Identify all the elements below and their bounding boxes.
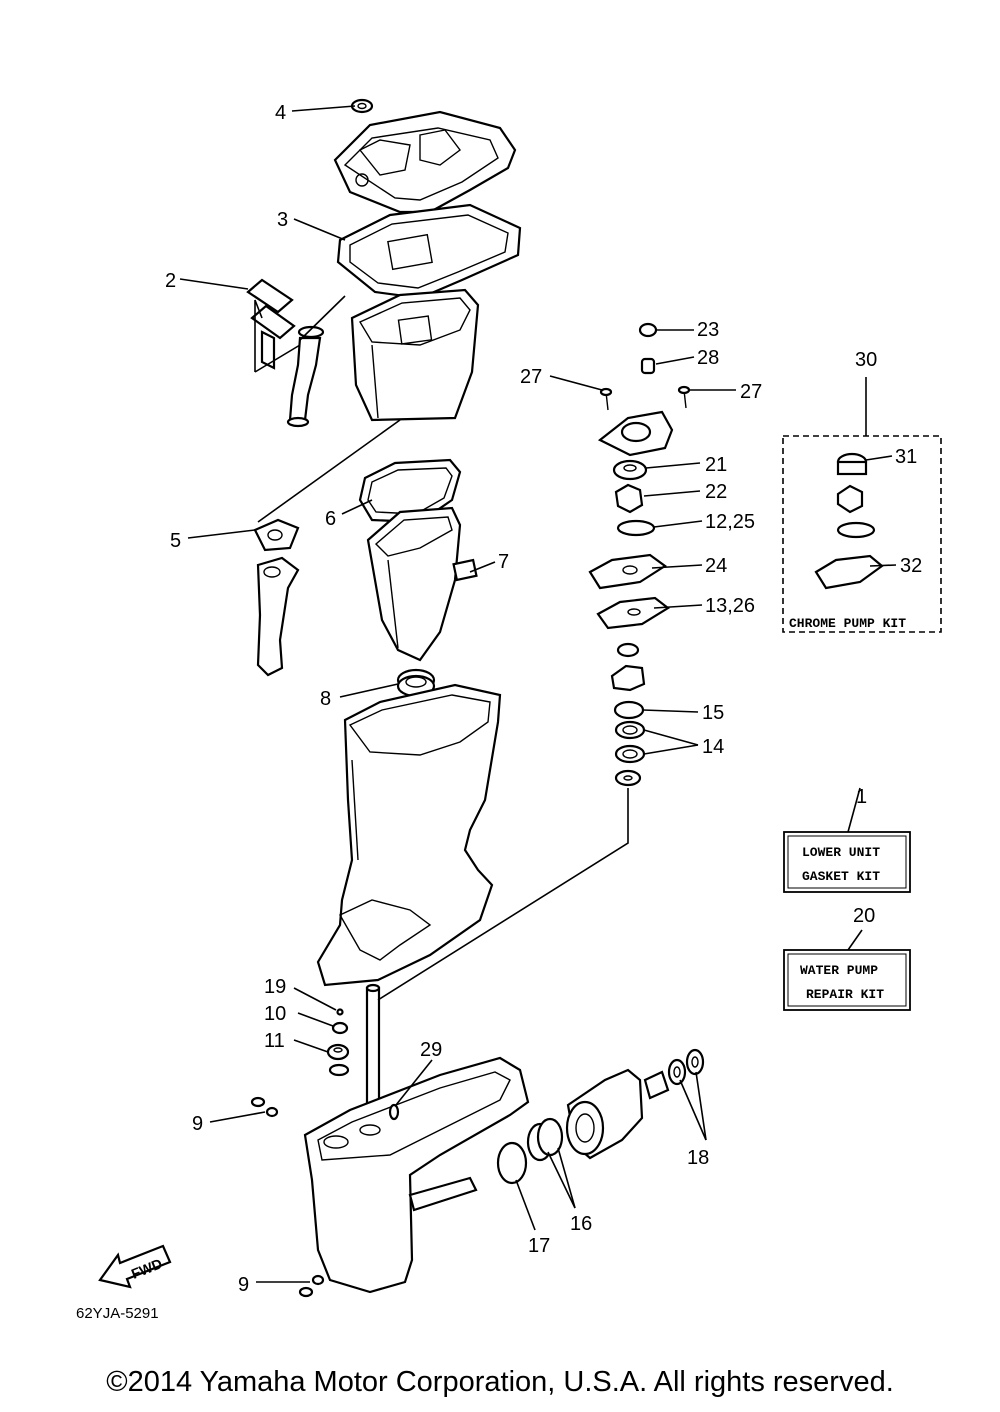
callout-14: 14 [702,736,724,758]
o-ring-part-16 [526,1117,564,1162]
gear-case [303,1056,530,1294]
plate-part-2 [246,278,296,370]
oil-seal-part-14 [614,720,646,764]
callout-16: 16 [570,1213,592,1235]
callout-20: 20 [853,905,875,927]
lower-unit-kit-line2: GASKET KIT [802,869,880,884]
chrome-pump-kit-box [782,435,942,633]
impeller-part-22 [614,483,644,514]
callout-3: 3 [277,209,288,231]
lower-unit-kit-line1: LOWER UNIT [802,845,880,860]
callout-labels: 1 2 3 4 5 6 7 8 9 9 10 11 12,25 13,26 14… [165,102,922,1296]
bushing [643,1070,670,1100]
callout-19: 19 [264,976,286,998]
seal-part-18 [667,1048,705,1086]
fwd-arrow-icon: FWD [98,1244,172,1289]
callout-30: 30 [855,349,877,371]
driveshaft-housing [316,683,502,987]
gasket-part-12-25 [616,519,656,537]
nut-part-10 [331,1021,349,1035]
callout-24: 24 [705,555,727,577]
upper-oil-pan [350,288,480,422]
nut-part-23 [638,322,658,338]
callout-27-left: 27 [520,366,542,388]
callout-7: 7 [498,551,509,573]
grommet-part-28 [640,357,656,375]
water-pump-kit-line2: REPAIR KIT [806,987,884,1002]
lower-oil-pan [366,506,462,662]
pin-part-19 [336,1008,344,1016]
water-tube [286,325,325,428]
gasket-part-6 [358,458,462,524]
diagram-code: 62YJA-5291 [76,1305,159,1322]
bushing-part-11 [326,1043,350,1061]
callout-22: 22 [705,481,727,503]
callout-10: 10 [264,1003,286,1025]
leader-lines [179,105,897,1283]
callout-6: 6 [325,508,336,530]
washer-bottom [614,769,642,787]
callout-11: 11 [264,1030,285,1052]
callout-28: 28 [697,347,719,369]
bearing-housing [610,642,646,692]
screw-part-9-bottom [298,1274,325,1298]
callout-8: 8 [320,688,331,710]
callout-12-25: 12,25 [705,511,755,533]
o-ring-small [328,1063,350,1077]
callout-15: 15 [702,702,724,724]
gasket-part-5 [253,518,300,552]
callout-18: 18 [687,1147,709,1169]
callout-1: 1 [856,786,867,808]
prop-shaft-housing [565,1068,644,1160]
bolt-part-27-left [599,387,613,411]
upper-casing [333,110,517,214]
callout-2: 2 [165,270,176,292]
callout-5: 5 [170,530,181,552]
drive-shaft [365,983,381,1120]
callout-29: 29 [420,1039,442,1061]
gasket-part-13-26 [596,596,670,630]
water-pump-kit-line1: WATER PUMP [800,963,878,978]
callout-32: 32 [900,555,922,577]
bolt-part-27-right [677,385,691,409]
callout-21: 21 [705,454,727,476]
lower-unit-gasket-kit-box [783,831,911,893]
copyright-notice: ©2014 Yamaha Motor Corporation, U.S.A. A… [106,1366,894,1398]
o-ring-part-15 [613,700,645,720]
callout-9-top: 9 [192,1113,203,1135]
pump-housing [597,410,674,457]
callout-27-right: 27 [740,381,762,403]
exhaust-pipe [256,556,300,677]
insert-part-21 [612,459,648,481]
part-7-block [452,558,478,582]
gasket-part-3 [336,203,522,300]
o-ring-part-17 [496,1141,528,1185]
screw-part-29 [388,1103,400,1121]
callout-23: 23 [697,319,719,341]
screw-part-9-top [250,1096,279,1118]
callout-9-bottom: 9 [238,1274,249,1296]
chrome-pump-kit-label: CHROME PUMP KIT [789,616,906,631]
water-pump-repair-kit-box [783,949,911,1011]
callout-17: 17 [528,1235,550,1257]
plate-part-24 [588,553,667,590]
callout-4: 4 [275,102,286,124]
callout-13-26: 13,26 [705,595,755,617]
callout-31: 31 [895,446,917,468]
